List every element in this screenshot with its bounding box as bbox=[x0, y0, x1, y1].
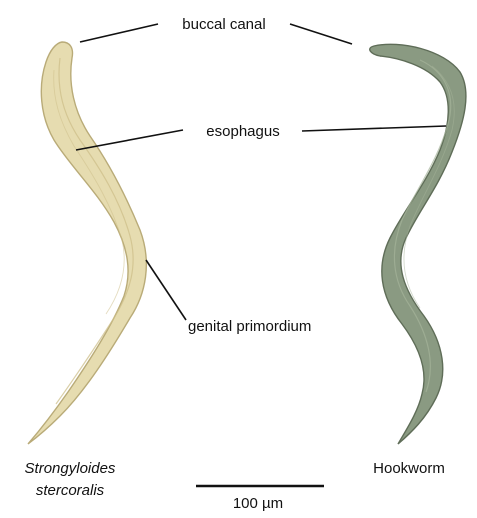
label-esophagus: esophagus bbox=[206, 123, 279, 140]
leader-buccal-right bbox=[290, 24, 352, 44]
scale-bar-group: 100 µm bbox=[196, 486, 324, 512]
strongyloides-body bbox=[28, 42, 146, 444]
label-hookworm: Hookworm bbox=[373, 460, 445, 477]
hookworm-body bbox=[370, 44, 466, 444]
strongyloides-larva bbox=[28, 42, 146, 444]
label-buccal-canal: buccal canal bbox=[182, 16, 265, 33]
label-strongyloides-line2: stercoralis bbox=[36, 482, 105, 499]
leader-buccal-left bbox=[80, 24, 158, 42]
leader-genital-primordium bbox=[146, 260, 186, 320]
scale-bar-label: 100 µm bbox=[233, 495, 283, 512]
hookworm-larva bbox=[370, 44, 466, 444]
leader-esophagus-right bbox=[302, 126, 446, 131]
label-strongyloides-line1: Strongyloides bbox=[25, 460, 116, 477]
label-genital-primordium: genital primordium bbox=[188, 318, 311, 335]
